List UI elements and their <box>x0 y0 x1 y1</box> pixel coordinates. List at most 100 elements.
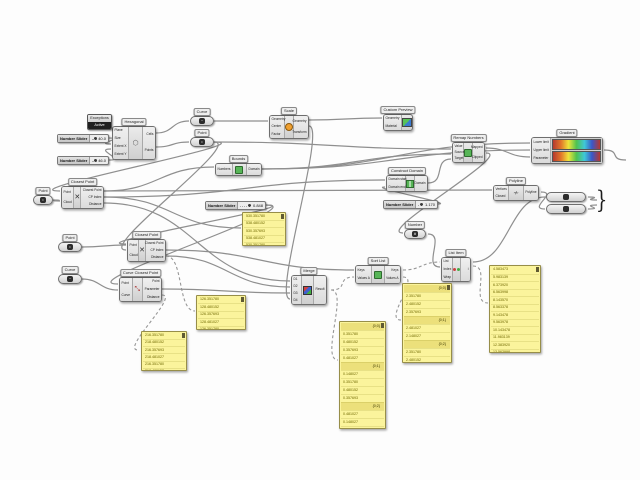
bounds[interactable]: Numbers Domain <box>215 163 262 176</box>
input-port[interactable]: Target <box>454 156 464 161</box>
input-port[interactable]: D1 <box>293 276 298 281</box>
input-port[interactable]: Factor <box>271 131 281 136</box>
output-port[interactable]: Keys <box>391 267 399 272</box>
input-port[interactable]: Size <box>114 136 121 141</box>
input-port[interactable]: Keys <box>357 267 365 272</box>
input-port[interactable]: Index <box>443 266 452 271</box>
slider-track[interactable]: 40.0 <box>90 135 108 142</box>
output-port[interactable]: Polyline <box>525 190 537 195</box>
input-port[interactable]: Lower limit <box>533 139 549 144</box>
input-port[interactable]: Domain end <box>388 184 406 189</box>
input-port[interactable]: Extent X <box>114 144 127 149</box>
output-port[interactable]: Values A <box>386 276 399 281</box>
point-container[interactable]: • <box>33 195 53 205</box>
input-port[interactable]: Cloud <box>63 200 72 205</box>
output-port[interactable]: CP Index <box>150 247 164 252</box>
input-port[interactable]: Point <box>121 281 129 286</box>
input-port[interactable]: Geometry <box>385 116 400 121</box>
output-port[interactable]: Parameter <box>144 286 160 291</box>
input-port[interactable]: Source <box>454 149 465 154</box>
output-port[interactable]: Points <box>144 148 154 153</box>
slider-track[interactable]: 1.170 <box>416 201 437 208</box>
output-port[interactable]: i <box>467 266 469 271</box>
output-port[interactable]: Closest Point <box>144 240 164 245</box>
input-port[interactable]: Center <box>271 124 282 129</box>
value-list-selected[interactable]: Active <box>88 122 111 129</box>
output-port[interactable]: Distance <box>147 294 160 299</box>
input-port[interactable]: D2 <box>293 283 298 288</box>
number-container[interactable]: # <box>404 229 426 239</box>
slider-track[interactable]: 0.848 <box>238 202 265 209</box>
output-port[interactable]: Closest Point <box>82 187 102 192</box>
input-port[interactable]: Upper limit <box>533 147 549 152</box>
output-port[interactable]: Point <box>152 279 160 284</box>
input-port[interactable]: Closed <box>495 193 506 198</box>
point-container[interactable]: • <box>58 242 82 252</box>
input-port[interactable]: Point <box>129 242 137 247</box>
input-port[interactable]: Curve <box>121 292 131 297</box>
output-port[interactable]: Geometry <box>292 118 307 123</box>
input-port[interactable]: D4 <box>293 297 298 302</box>
input-port[interactable]: Plane <box>114 128 123 133</box>
output-port[interactable]: Distance <box>151 254 164 259</box>
input-port[interactable]: Geometry <box>271 117 286 122</box>
gradient-strip[interactable] <box>552 139 601 150</box>
output-port[interactable]: Mapped <box>470 145 483 150</box>
curve-container[interactable]: ~ <box>58 274 82 284</box>
input-port[interactable]: Wrap <box>443 274 452 279</box>
param-capsule[interactable] <box>546 204 586 214</box>
output-port[interactable]: Distance <box>89 201 102 206</box>
output-port[interactable]: Clipped <box>471 154 483 159</box>
gradient-strip[interactable] <box>552 151 601 162</box>
output-port[interactable]: Domain <box>248 166 260 171</box>
slider-knob[interactable] <box>420 203 424 206</box>
output-port[interactable]: Result <box>315 287 325 292</box>
slider-knob[interactable] <box>93 159 97 162</box>
input-port[interactable]: Extent Y <box>114 152 127 157</box>
input-port[interactable]: Values A <box>357 276 370 281</box>
input-port[interactable]: Value <box>454 143 463 148</box>
output-port[interactable]: CP Index <box>88 194 102 199</box>
input-port[interactable]: Vertices <box>495 186 507 191</box>
output-port[interactable]: Domain <box>414 180 426 185</box>
input-port[interactable]: Point <box>63 189 71 194</box>
output-port[interactable]: Cells <box>146 132 154 137</box>
input-port[interactable]: Parameter <box>533 156 549 161</box>
slider-knob[interactable] <box>93 137 97 140</box>
input-port[interactable]: Material <box>385 123 397 128</box>
input-port[interactable]: List <box>443 259 449 264</box>
curve-container[interactable]: ~ <box>190 116 214 126</box>
slider-track[interactable]: 46.0 <box>90 157 108 164</box>
input-port[interactable]: Numbers <box>217 166 231 171</box>
input-port[interactable]: Cloud <box>129 253 138 258</box>
slider-knob[interactable] <box>248 204 252 207</box>
point-container[interactable]: • <box>190 137 214 147</box>
param-capsule[interactable] <box>546 192 586 202</box>
input-port[interactable]: D3 <box>293 290 298 295</box>
input-port[interactable]: Domain start <box>388 177 407 182</box>
gradient-display[interactable] <box>551 138 602 163</box>
